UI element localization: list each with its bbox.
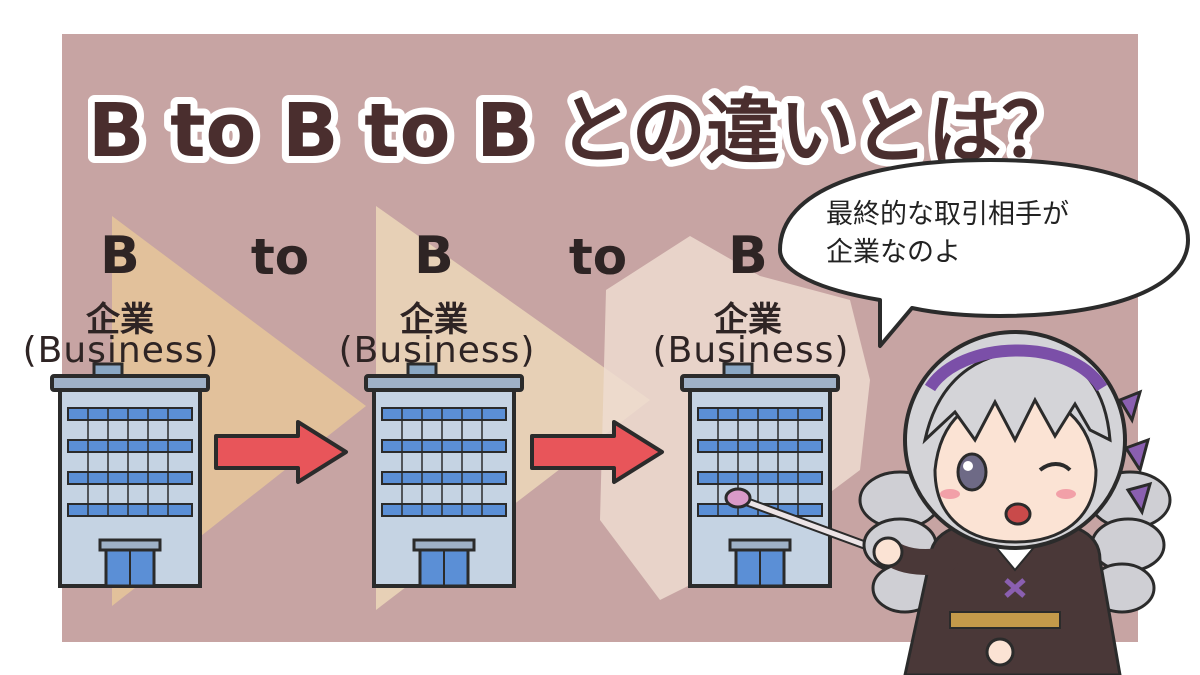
to-label-2: to: [568, 228, 628, 286]
b-letter-2: B: [414, 226, 454, 286]
speech-line-2: 企業なのよ: [826, 237, 961, 268]
page-title-text: B to B to B との違いとは？: [88, 88, 1048, 174]
speech-bubble-text: 最終的な取引相手が 企業なのよ: [826, 196, 1126, 272]
company-label-2: 企業: [400, 300, 468, 340]
speech-line-1: 最終的な取引相手が: [826, 199, 1069, 230]
b-letter-3: B: [728, 226, 768, 286]
to-label-1: to: [250, 228, 310, 286]
company-label-1: 企業: [86, 300, 154, 340]
b-letter-1: B: [100, 226, 140, 286]
page-title: B to B to B との違いとは？: [88, 81, 1048, 180]
speech-bubble-shape: [778, 158, 1190, 348]
company-label-3: 企業: [714, 300, 782, 340]
